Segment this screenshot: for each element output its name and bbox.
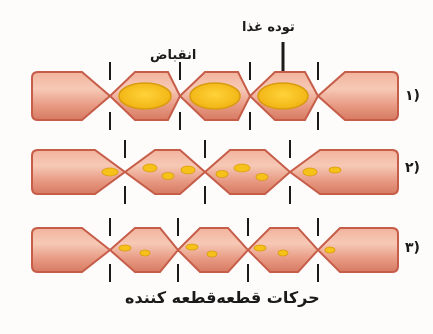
intestine-row-2 <box>32 140 398 204</box>
food-mass-1b <box>190 83 240 109</box>
intestine-row-1 <box>32 62 398 130</box>
food-mass-1c <box>258 83 308 109</box>
contraction-label: انقباض <box>150 48 196 63</box>
row-number-1: ۱) <box>405 88 420 104</box>
row-number-2: ۲) <box>405 160 420 176</box>
intestine-tube-3 <box>32 228 398 272</box>
diagram-caption: حرکات قطعه‌قطعه کننده <box>125 288 320 307</box>
food-mass-label: توده غذا <box>242 20 295 35</box>
row-number-3: ۳) <box>405 240 420 256</box>
intestine-row-3 <box>32 218 398 282</box>
food-mass-1a <box>119 83 171 109</box>
intestine-tube-2 <box>32 150 398 194</box>
